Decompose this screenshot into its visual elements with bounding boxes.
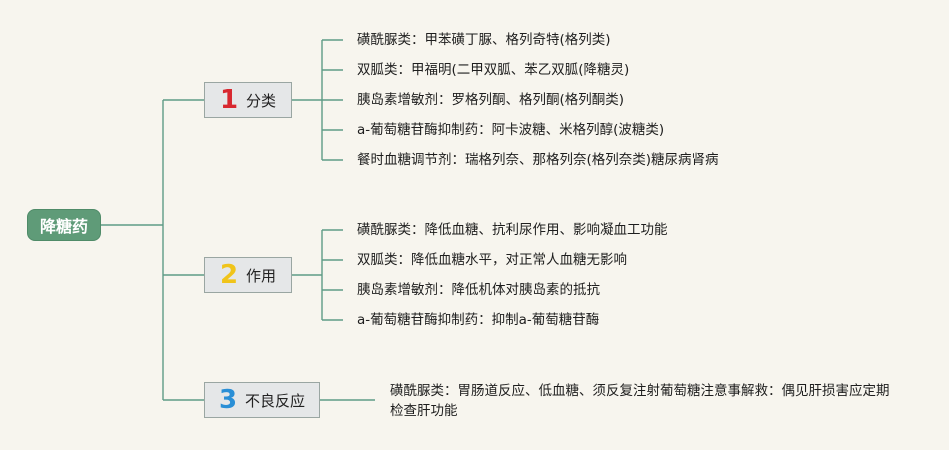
leaf-2-4: a-葡萄糖苷酶抑制药：抑制a-葡萄糖苷酶 xyxy=(357,312,600,328)
leaf-2-1: 磺酰脲类：降低血糖、抗利尿作用、影响凝血工功能 xyxy=(357,222,668,238)
branch-node-2[interactable]: 2 作用 xyxy=(204,257,292,293)
branch-number-3: 3 xyxy=(218,385,238,415)
leaf-2-2: 双胍类：降低血糖水平，对正常人血糖无影响 xyxy=(357,252,627,268)
branch-node-3[interactable]: 3 不良反应 xyxy=(204,382,320,418)
branch-label-2: 作用 xyxy=(246,266,277,285)
leaf-1-4: a-葡萄糖苷酶抑制药：阿卡波糖、米格列醇(波糖类) xyxy=(357,122,665,138)
leaf-2-3: 胰岛素增敏剂：降低机体对胰岛素的抵抗 xyxy=(357,282,600,298)
branch-number-1: 1 xyxy=(219,85,239,115)
leaf-1-5: 餐时血糖调节剂：瑞格列奈、那格列奈(格列奈类)糖尿病肾病 xyxy=(357,152,719,168)
leaf-1-3: 胰岛素增敏剂：罗格列酮、格列酮(格列酮类) xyxy=(357,92,625,108)
leaf-1-2: 双胍类：甲福明(二甲双胍、苯乙双胍(降糖灵) xyxy=(357,62,630,78)
leaf-3-1: 磺酰脲类：胃肠道反应、低血糖、须反复注射葡萄糖注意事解救：偶见肝损害应定期检查肝… xyxy=(390,383,890,419)
branch-label-3: 不良反应 xyxy=(245,391,306,410)
root-label: 降糖药 xyxy=(39,217,88,236)
branch-number-2: 2 xyxy=(219,260,239,290)
root-node[interactable]: 降糖药 xyxy=(27,209,101,241)
branch-node-1[interactable]: 1 分类 xyxy=(204,82,292,118)
branch-label-1: 分类 xyxy=(246,91,277,110)
leaf-1-1: 磺酰脲类：甲苯磺丁脲、格列奇特(格列类) xyxy=(357,32,611,48)
